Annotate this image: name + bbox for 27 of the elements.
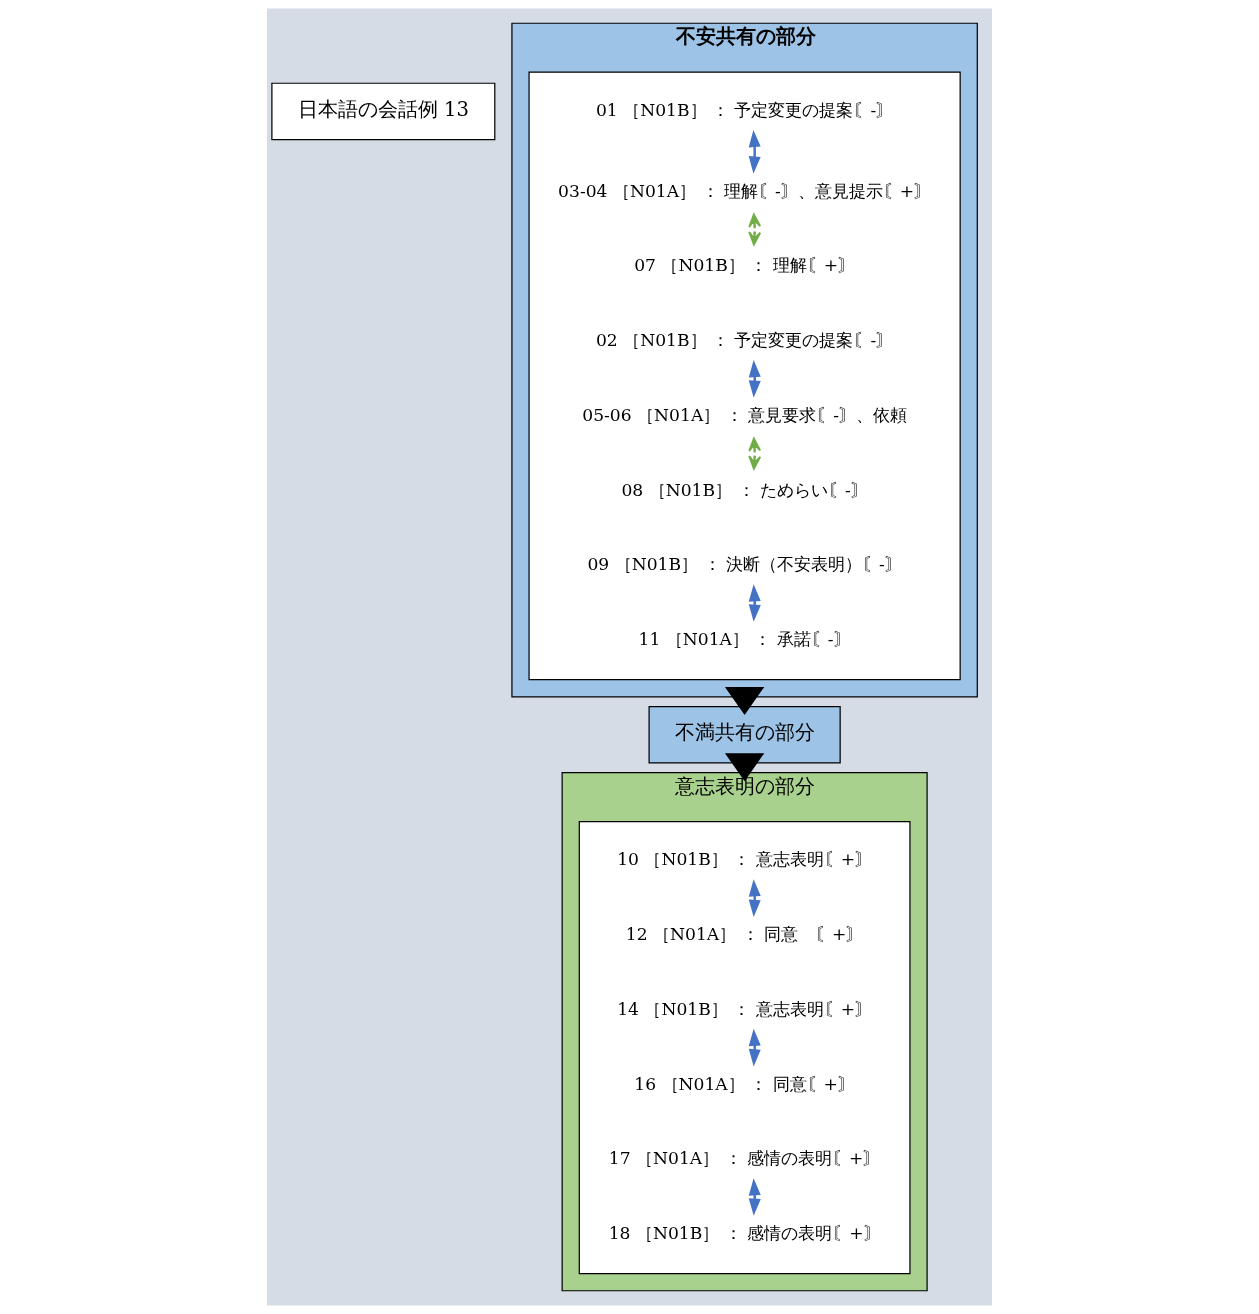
cluster — [578, 821, 911, 1275]
cluster — [528, 71, 961, 681]
node-text: 17 ［N01A］ ： 感情の表明〘+〙 — [608, 1148, 881, 1169]
node-text: 03-04 ［N01A］ ： 理解〘-〙、意見提示〘+〙 — [558, 180, 932, 201]
arrow — [748, 437, 762, 470]
arrow — [748, 1178, 761, 1216]
node-text: 16 ［N01A］ ： 同意〘+〙 — [634, 1073, 855, 1094]
node-box: 日本語の会話例 13 — [271, 82, 496, 141]
arrow — [724, 686, 765, 716]
arrow — [748, 360, 761, 398]
node-text: 08 ［N01B］ ： ためらい〘-〙 — [621, 479, 868, 500]
arrow — [748, 584, 761, 622]
node-text: 02 ［N01B］ ： 予定変更の提案〘-〙 — [595, 330, 894, 351]
arrow — [748, 1028, 761, 1067]
node-text: 09 ［N01B］ ： 決断（不安表明）〘-〙 — [587, 554, 902, 575]
node-text: 05-06 ［N01A］ ： 意見要求〘-〙、依頼 — [582, 404, 907, 425]
node-text: 12 ［N01A］ ： 同意 〘+〙 — [625, 924, 864, 945]
arrow — [724, 753, 765, 782]
node-text: 14 ［N01B］ ： 意志表明〘+〙 — [617, 998, 873, 1019]
node-text: 01 ［N01B］ ： 予定変更の提案〘-〙 — [595, 99, 894, 120]
node-text: 11 ［N01A］ ： 承諾〘-〙 — [638, 629, 851, 649]
node-text: 07 ［N01B］ ： 理解〘+〙 — [634, 255, 856, 276]
arrow — [748, 213, 762, 246]
arrow — [748, 879, 761, 917]
node-text: 10 ［N01B］ ： 意志表明〘+〙 — [617, 849, 873, 870]
node-text: 18 ［N01B］ ： 感情の表明〘+〙 — [608, 1222, 881, 1243]
arrow — [748, 129, 761, 174]
